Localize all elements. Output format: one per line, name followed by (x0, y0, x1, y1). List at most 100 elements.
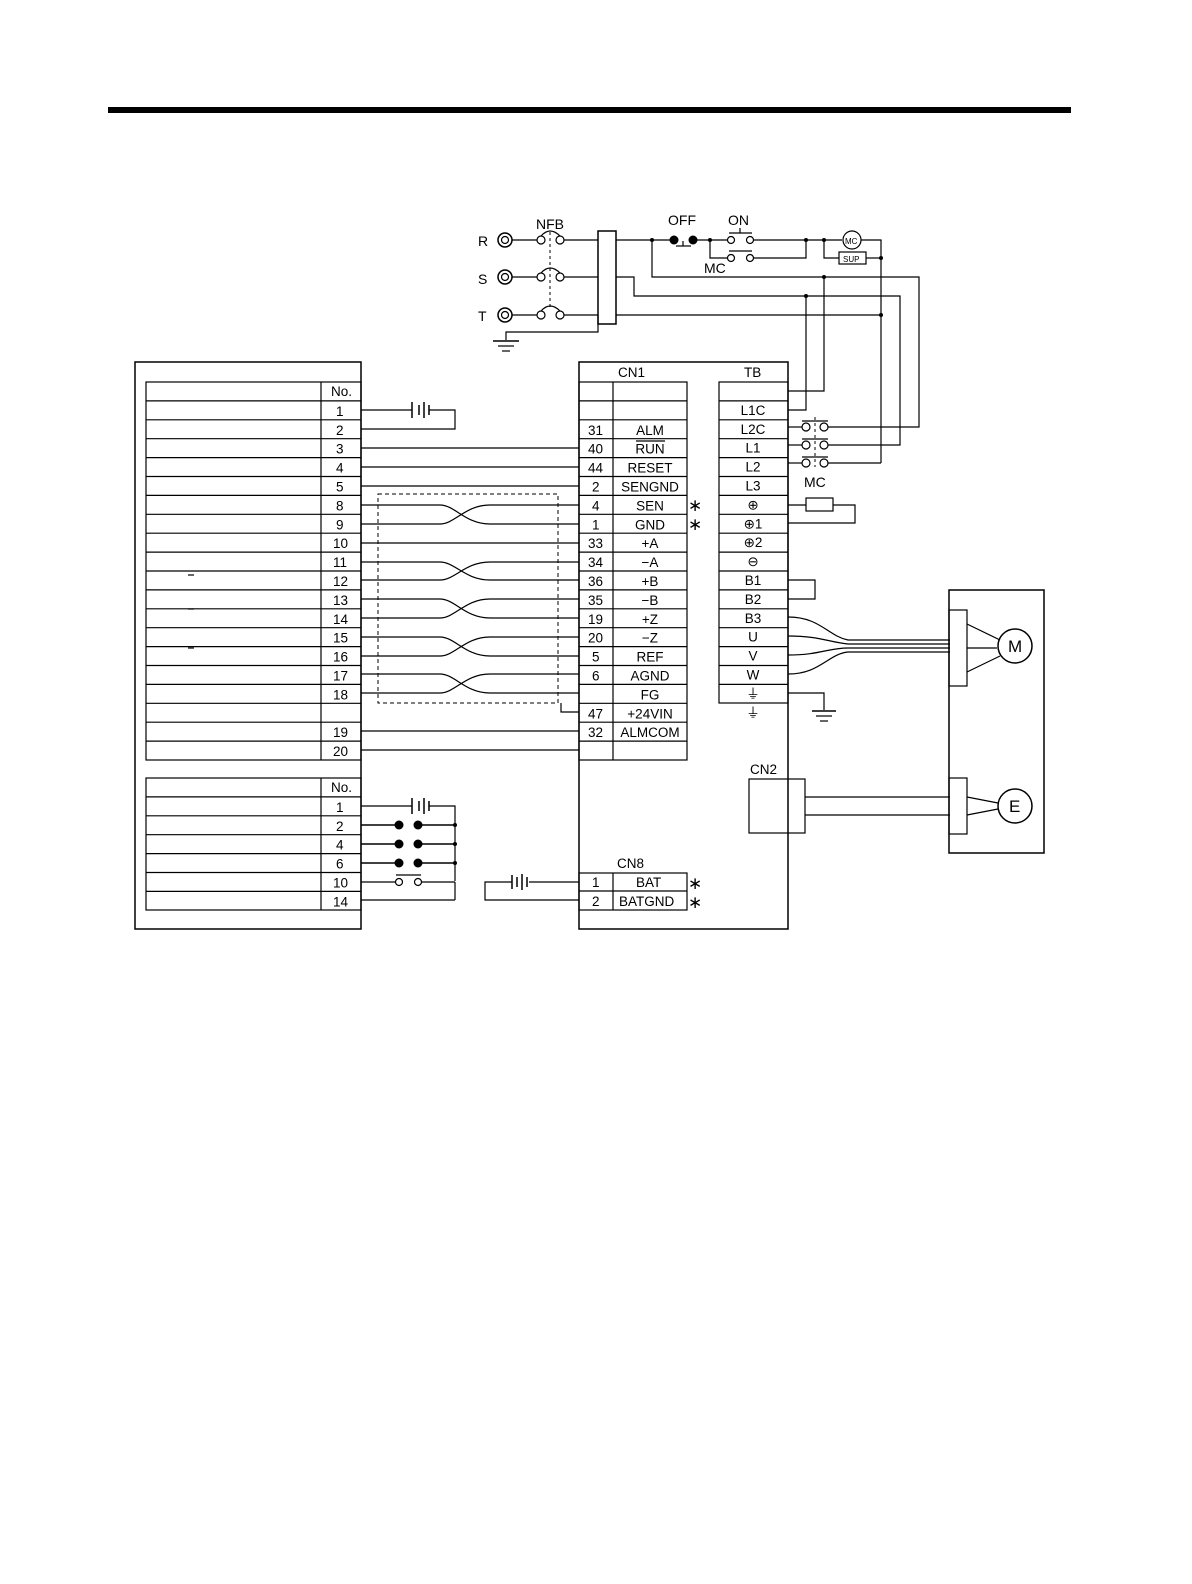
tb-terminal-10: B2 (745, 592, 762, 607)
cn1-signal-6: SEN (636, 498, 664, 513)
cn1-signal-16: FG (641, 687, 660, 702)
io-pin-7: 10 (333, 536, 348, 551)
io-pin-18: 20 (333, 744, 348, 759)
cn1-signal-9: −A (642, 555, 659, 570)
cn1-signal-4: RESET (627, 461, 672, 476)
cn1-signal-2: ALM (636, 423, 664, 438)
io-pin-2: 3 (336, 442, 344, 457)
cn1-signal-14: REF (637, 650, 664, 665)
tb-terminal-14: W (747, 668, 760, 683)
twisted-pair-3 (361, 636, 579, 657)
cn1-pin-12: 19 (588, 612, 603, 627)
cn1-signal-5: SENGND (621, 480, 679, 495)
io-pin-8: 11 (333, 555, 347, 570)
phase-r-label: R (478, 233, 488, 249)
cn1-pin-7: 1 (592, 517, 600, 532)
motor-symbol: M (1008, 637, 1022, 656)
cn1-signal-7: GND (635, 517, 665, 532)
io-pin-17: 19 (333, 725, 348, 740)
cn1-pin-18: 32 (588, 725, 603, 740)
ground-icon (493, 315, 599, 352)
encoder-symbol: E (1009, 797, 1020, 816)
tb-ground-icon (788, 692, 836, 722)
cn2-title: CN2 (750, 762, 777, 777)
cn2-connector (748, 778, 806, 834)
io-pin-4: 5 (336, 480, 344, 495)
cn8-pin-1: 1 (592, 875, 600, 890)
tb-terminal-16: ⏚ (746, 705, 760, 720)
tb-terminal-13: V (748, 649, 757, 664)
tb-terminal-6: ⊕1 (744, 516, 763, 531)
cn1-pin-4: 44 (588, 461, 604, 476)
cn8-pin-2: 2 (592, 894, 600, 909)
tb-mc-label: MC (804, 474, 826, 490)
tb-terminal-8: ⊖ (747, 554, 758, 569)
cn1-signal-10: +B (642, 574, 659, 589)
tb-terminal-7: ⊕2 (744, 535, 763, 550)
on-label: ON (728, 212, 749, 228)
cn1-pin-11: 35 (588, 593, 603, 608)
cn1-pin-3: 40 (588, 442, 603, 457)
twisted-pair-wires (361, 504, 579, 694)
tb-terminal-5: ⊕ (747, 497, 758, 512)
enc-pin-1: 2 (336, 819, 344, 834)
cn8-batgnd-star: ∗ (688, 893, 702, 912)
io-pin-5: 8 (336, 498, 344, 513)
tb-terminal-9: B1 (745, 573, 762, 588)
io-header: No. (331, 384, 352, 399)
tb-terminal-2: L1 (745, 441, 760, 456)
tb-wiring: MC (787, 417, 950, 816)
battery-icon (411, 402, 430, 418)
encoder-switch-contacts (361, 820, 457, 901)
cn8-battery-icon (511, 874, 528, 890)
phase-s-label: S (478, 271, 487, 287)
off-switch-icon (669, 235, 698, 247)
enc-pin-5: 14 (333, 894, 349, 909)
io-pin-1: 2 (336, 423, 344, 438)
cn1-pin-15: 6 (592, 669, 600, 684)
cn1-pin-9: 34 (588, 555, 604, 570)
svg-text:SUP: SUP (843, 255, 859, 264)
cn1-pin-14: 5 (592, 650, 600, 665)
cn1-pin-17: 47 (588, 706, 603, 721)
io-pin-10: 13 (333, 593, 348, 608)
cn8-signal-batgnd: BATGND (619, 894, 675, 909)
noise-filter-icon (597, 230, 617, 325)
off-label: OFF (668, 212, 696, 228)
io-pin-14: 17 (333, 669, 348, 684)
tb-terminal-1: L2C (741, 422, 766, 437)
tb-terminal-12: U (748, 630, 758, 645)
encoder-icon (997, 788, 1033, 824)
nfb-label: NFB (536, 216, 564, 232)
cn1-signal-11: −B (642, 593, 659, 608)
cn1-signal-3: RUN (635, 442, 664, 457)
cn8-title: CN8 (617, 856, 644, 871)
io-pin-11: 14 (333, 612, 349, 627)
cn1-pin-2: 31 (588, 423, 603, 438)
io-pin-6: 9 (336, 517, 344, 532)
top-rule (108, 107, 1071, 113)
svg-text:MC: MC (845, 237, 858, 246)
twisted-pair-4 (361, 673, 579, 694)
enc-header: No. (331, 780, 352, 795)
phase-t-label: T (478, 308, 487, 324)
servo-motor-unit: M E (948, 589, 1045, 854)
motor-power-cable (787, 616, 950, 675)
mc-hold-label: MC (704, 260, 726, 276)
twisted-pair-1 (361, 561, 579, 581)
tb-title: TB (744, 365, 761, 380)
io-pin-12: 15 (333, 631, 348, 646)
enc-pin-3: 6 (336, 857, 344, 872)
tb-terminal-4: L3 (745, 479, 760, 494)
io-pin-15: 18 (333, 687, 348, 702)
mc-hold-contact-icon (726, 250, 755, 263)
cn1-signal-8: +A (642, 536, 659, 551)
regen-resistor-icon (805, 497, 834, 512)
enc-pin-2: 4 (336, 838, 344, 853)
